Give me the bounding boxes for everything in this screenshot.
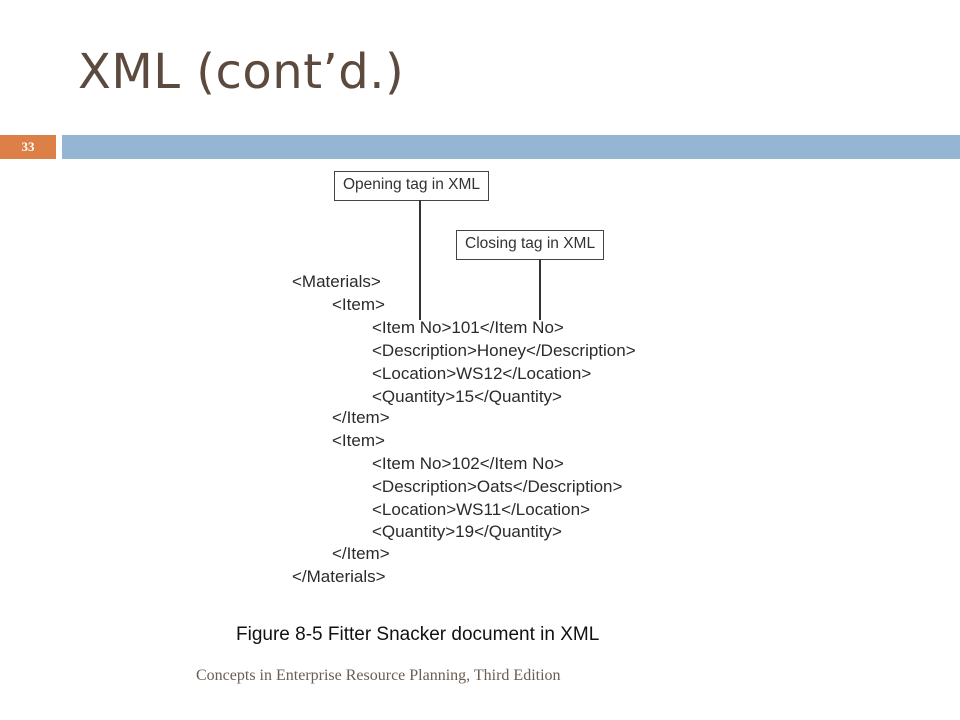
slide-footer: Concepts in Enterprise Resource Planning… <box>196 667 561 684</box>
xml-line-materials-open: <Materials> <box>292 272 381 291</box>
xml-line-quantity: <Quantity>15</Quantity> <box>372 387 562 406</box>
xml-line-item-close: </Item> <box>332 408 390 427</box>
opening-tag-callout: Opening tag in XML <box>334 171 490 201</box>
slide-title: XML (cont’d.) <box>78 44 405 100</box>
xml-line-item-no: <Item No>101</Item No> <box>372 318 564 337</box>
xml-line-description: <Description>Honey</Description> <box>372 341 636 360</box>
figure-caption: Figure 8-5 Fitter Snacker document in XM… <box>236 624 600 645</box>
closing-tag-leader-line <box>539 259 541 320</box>
xml-line-item-open: <Item> <box>332 431 385 450</box>
xml-line-quantity: <Quantity>19</Quantity> <box>372 522 562 541</box>
xml-line-item-close: </Item> <box>332 544 390 563</box>
closing-tag-callout: Closing tag in XML <box>456 230 605 260</box>
title-rule-bar <box>62 135 960 159</box>
opening-tag-leader-line <box>419 200 421 320</box>
page-number-badge: 33 <box>0 135 56 159</box>
xml-line-materials-close: </Materials> <box>292 567 386 586</box>
xml-line-location: <Location>WS12</Location> <box>372 364 592 383</box>
xml-line-item-open: <Item> <box>332 295 385 314</box>
xml-line-description: <Description>Oats</Description> <box>372 477 623 496</box>
xml-line-item-no: <Item No>102</Item No> <box>372 454 564 473</box>
xml-line-location: <Location>WS11</Location> <box>372 500 591 519</box>
